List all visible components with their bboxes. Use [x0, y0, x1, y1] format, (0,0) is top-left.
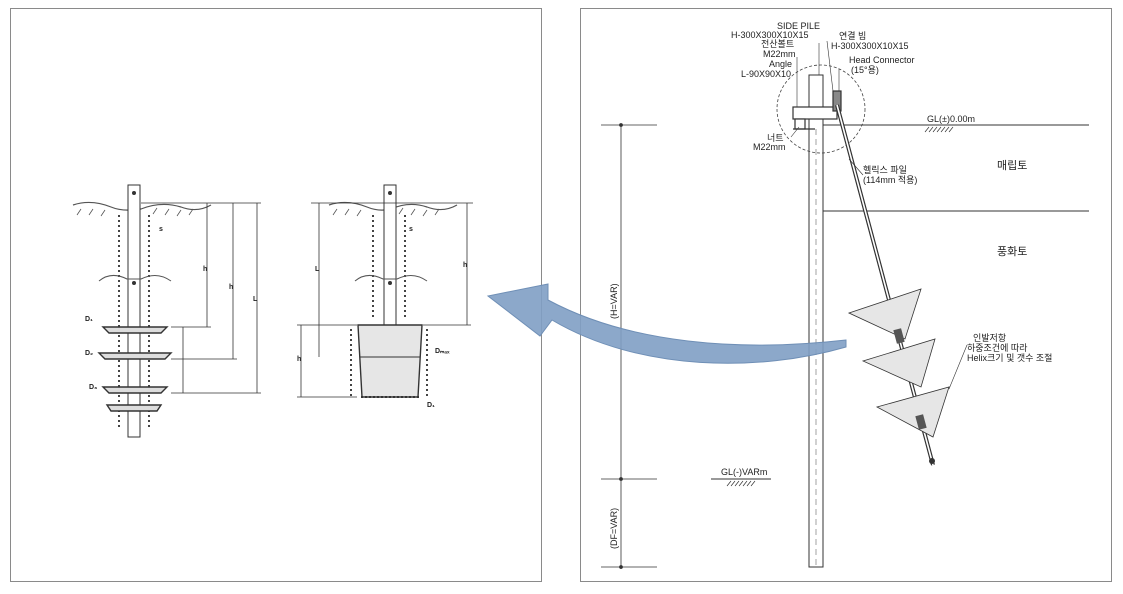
- layer-fill-label: 매립토: [997, 159, 1027, 172]
- side-pile: [808, 74, 824, 568]
- bolt-title: 전산볼트: [761, 39, 794, 49]
- label-h-base: h: [297, 356, 301, 363]
- helix-plates: [847, 288, 950, 438]
- h-var-label: (H=VAR): [609, 283, 619, 319]
- side-pile-spec: H-300X300X10X15: [731, 30, 809, 40]
- angle-title: Angle: [769, 59, 792, 69]
- label-d1: D₁: [85, 316, 93, 323]
- note-line-1: 인발저항: [973, 333, 1006, 343]
- enlarged-base-pile-sketch: Dₘₐₓ D₁ s: [350, 184, 450, 409]
- label-s-right: s: [409, 226, 413, 233]
- label-h-1: h: [203, 266, 207, 273]
- hatch-gl-top: [726, 126, 954, 487]
- pile-comparison-sketch: D₁ D₂ D₃ s h h L: [72, 184, 473, 438]
- label-h-right: h: [463, 262, 467, 269]
- side-pile-title: SIDE PILE: [777, 21, 820, 31]
- link-beam-title: 연결 빔: [839, 31, 866, 41]
- angle-spec: L-90X90X10: [741, 69, 791, 79]
- vertical-dimension: [601, 123, 657, 569]
- helix-pile-section-drawing: GL(±)0.00m GL(-)VARm 매립토 풍화토 (H=VAR) (DF…: [601, 21, 1089, 569]
- label-l-right: L: [315, 266, 320, 273]
- layer-weathered-label: 풍화토: [997, 245, 1027, 258]
- label-d3: D₃: [89, 384, 97, 391]
- head-detail-circle: [776, 64, 866, 154]
- label-d1-right: D₁: [427, 402, 435, 409]
- helix-pile-title: 헬릭스 파일: [863, 164, 907, 175]
- head-connector-spec: (15°용): [851, 65, 879, 75]
- ground-surface-left: [72, 201, 212, 217]
- right-diagram-panel: GL(±)0.00m GL(-)VARm 매립토 풍화토 (H=VAR) (DF…: [580, 8, 1112, 582]
- helix-pile-spec: (114mm 적용): [863, 174, 917, 185]
- link-beam-spec: H-300X300X10X15: [831, 41, 909, 51]
- bolt-spec: M22mm: [763, 49, 796, 59]
- df-var-label: (DF=VAR): [609, 508, 619, 549]
- leader-lines: [790, 40, 968, 390]
- label-h-2: h: [229, 284, 233, 291]
- label-s-left: s: [159, 226, 163, 233]
- gl-bottom-label: GL(-)VARm: [721, 467, 767, 477]
- helical-pile-sketch: D₁ D₂ D₃ s: [85, 184, 173, 438]
- dimension-lines-right: [297, 202, 473, 398]
- label-d2: D₂: [85, 350, 93, 357]
- note-line-2: 하중조건에 따라: [967, 343, 1028, 353]
- nut-title: 너트: [767, 133, 784, 143]
- gl-top-label: GL(±)0.00m: [927, 114, 975, 124]
- label-l-left: L: [253, 296, 258, 303]
- nut-spec: M22mm: [753, 142, 786, 152]
- helix-pile: [835, 104, 950, 466]
- dimension-lines-left: [141, 202, 261, 394]
- left-diagram-panel: D₁ D₂ D₃ s h h L: [10, 8, 542, 582]
- label-dmax: Dₘₐₓ: [435, 348, 450, 355]
- head-connector-title: Head Connector: [849, 55, 915, 65]
- head-connector: [792, 90, 842, 130]
- note-line-3: Helix크기 및 갯수 조절: [967, 352, 1052, 363]
